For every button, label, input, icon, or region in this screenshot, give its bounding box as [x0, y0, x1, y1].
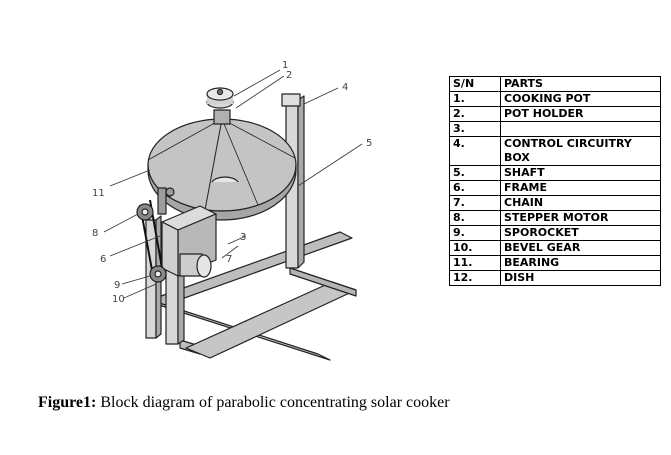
callout-4: 4 [342, 82, 348, 93]
row-sn: 12. [449, 270, 501, 286]
row-sn: 9. [449, 225, 501, 241]
row-part [500, 121, 661, 137]
row-part: COOKING POT [500, 91, 661, 107]
row-part: BEARING [500, 255, 661, 271]
table-row: 10.BEVEL GEAR [449, 240, 661, 256]
callout-9: 9 [114, 280, 120, 291]
header-sn: S/N [449, 76, 501, 92]
row-part: SPOROCKET [500, 225, 661, 241]
figure-caption: Figure1: Block diagram of parabolic conc… [38, 394, 450, 412]
table-row: 8.STEPPER MOTOR [449, 210, 661, 226]
table-row: 12.DISH [449, 270, 661, 286]
row-part: POT HOLDER [500, 106, 661, 122]
pot-holder [213, 109, 231, 125]
leader-lines [103, 69, 363, 299]
table-row: 11.BEARING [449, 255, 661, 271]
row-sn: 7. [449, 195, 501, 211]
row-sn: 4. [449, 136, 501, 166]
caption-text: Block diagram of parabolic concentrating… [96, 394, 450, 411]
table-row: 9.SPOROCKET [449, 225, 661, 241]
row-part: CONTROL CIRCUITRY BOX [500, 136, 661, 166]
callout-2: 2 [286, 70, 292, 81]
stepper-motor [179, 253, 212, 278]
row-part: SHAFT [500, 165, 661, 181]
callout-11: 11 [92, 188, 105, 199]
parts-table: S/N PARTS 1.COOKING POT 2.POT HOLDER 3. … [449, 76, 661, 286]
table-row: 5.SHAFT [449, 165, 661, 181]
table-row: 2.POT HOLDER [449, 106, 661, 122]
callout-5: 5 [366, 138, 372, 149]
row-sn: 1. [449, 91, 501, 107]
dish [147, 118, 297, 221]
row-sn: 11. [449, 255, 501, 271]
table-row: 7.CHAIN [449, 195, 661, 211]
callout-10: 10 [112, 294, 125, 305]
row-sn: 6. [449, 180, 501, 196]
shaft [157, 187, 167, 215]
callout-8: 8 [92, 228, 98, 239]
header-parts: PARTS [500, 76, 661, 92]
sprocket [136, 203, 167, 283]
row-part: BEVEL GEAR [500, 240, 661, 256]
row-part: STEPPER MOTOR [500, 210, 661, 226]
row-sn: 5. [449, 165, 501, 181]
row-sn: 2. [449, 106, 501, 122]
table-row: 1.COOKING POT [449, 91, 661, 107]
row-part: FRAME [500, 180, 661, 196]
table-row: 3. [449, 121, 661, 137]
cooking-pot [206, 87, 234, 109]
table-row: 6.FRAME [449, 180, 661, 196]
row-part: DISH [500, 270, 661, 286]
callout-1: 1 [282, 60, 288, 71]
callout-6: 6 [100, 254, 106, 265]
callout-3: 3 [240, 232, 246, 243]
row-sn: 3. [449, 121, 501, 137]
caption-label: Figure1: [38, 394, 97, 411]
table-row: 4.CONTROL CIRCUITRY BOX [449, 136, 661, 166]
row-part: CHAIN [500, 195, 661, 211]
row-sn: 8. [449, 210, 501, 226]
callout-7: 7 [226, 254, 232, 265]
bearing [165, 187, 175, 197]
row-sn: 10. [449, 240, 501, 256]
table-header-row: S/N PARTS [449, 76, 661, 92]
